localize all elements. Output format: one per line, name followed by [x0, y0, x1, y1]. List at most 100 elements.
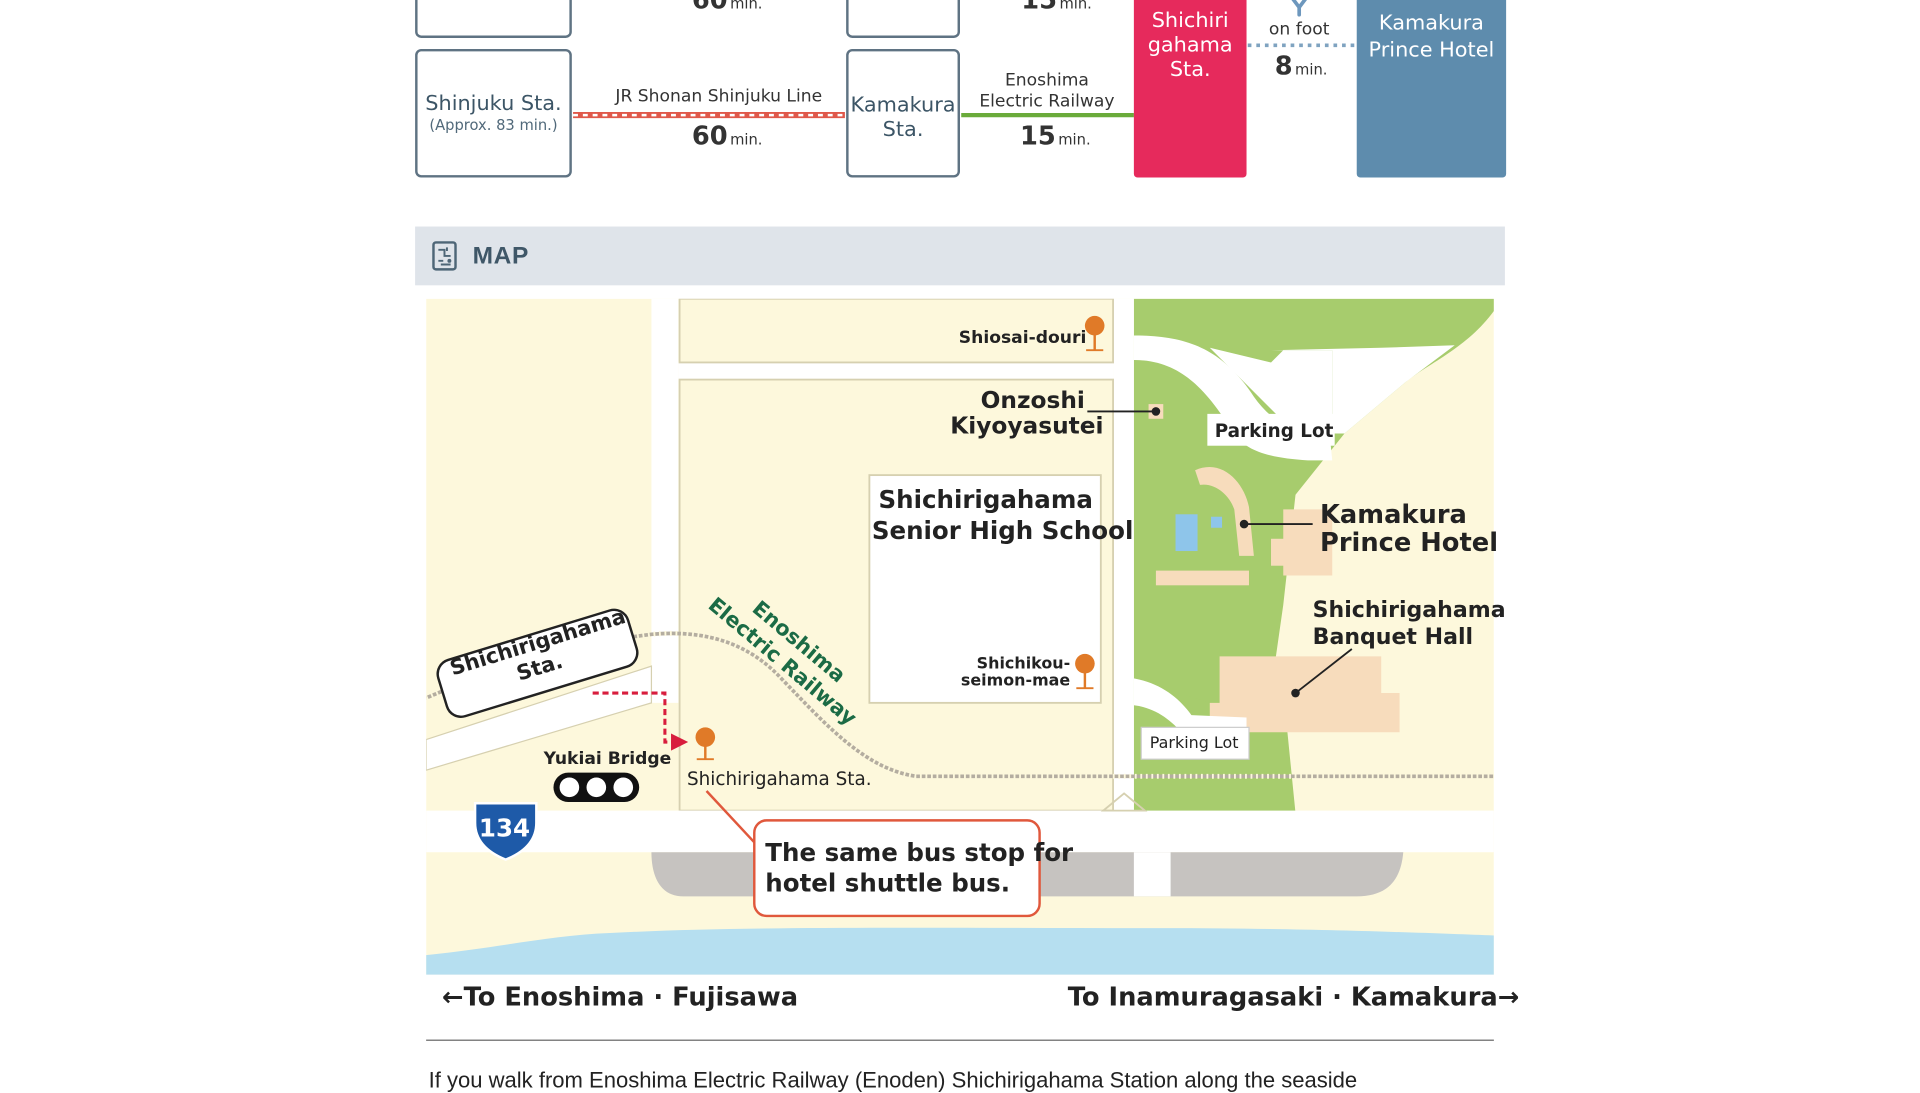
block-top — [678, 298, 1114, 364]
onzoshi-dot — [1151, 407, 1161, 416]
shichikou-pin-icon — [1075, 653, 1095, 690]
banquet-leader — [1294, 648, 1353, 694]
parking-top-label-bg — [1207, 413, 1335, 446]
hotel-label: Kamakura Prince Hotel — [1320, 499, 1499, 558]
lower-parking-road — [1133, 678, 1247, 740]
shichiri-box-line-3: Sta. — [1169, 57, 1211, 83]
shichirigahama-station-box: Shichiri gahama Sta. — [1133, 0, 1247, 178]
footer-text: If you walk from Enoshima Electric Railw… — [428, 1067, 1358, 1093]
walk-label: on foot — [1268, 19, 1330, 40]
banquet-label-2: Banquet Hall — [1312, 624, 1474, 651]
walking-person-icon — [1291, 0, 1307, 17]
enoden-line-minutes: 15 — [1020, 121, 1056, 151]
map-header: MAP — [415, 226, 1505, 286]
jr-line-unit: min. — [730, 131, 763, 149]
top-mid-box — [846, 0, 960, 38]
route-lines — [573, 43, 1357, 119]
direction-right: To Inamuragasaki · Kamakura→ — [1067, 982, 1520, 1012]
hotel-dot — [1239, 519, 1249, 529]
station-label-bubble — [436, 608, 639, 718]
school-label-1: Shichirigahama — [878, 484, 1093, 515]
road-vertical-left — [651, 298, 679, 703]
shiosai-pin-icon — [1084, 315, 1105, 352]
walk-unit: min. — [1295, 61, 1328, 79]
callout-text-1: The same bus stop for — [765, 837, 1074, 867]
callout-text: The same bus stop for hotel shuttle bus. — [765, 838, 1073, 899]
onzoshi-label-2: Kiyoyasutei — [950, 412, 1104, 440]
top-duration-b-unit: min. — [1059, 0, 1092, 13]
upper-white-area — [1271, 345, 1455, 434]
hotel-lower-building — [1155, 570, 1249, 586]
parking-top-area — [1209, 347, 1333, 434]
direction-left: ←To Enoshima · Fujisawa — [442, 982, 799, 1012]
hotel-annex — [1271, 538, 1296, 566]
bus-stop-pin-icon — [695, 727, 716, 761]
shiosai-douri-label: Shiosai-douri — [958, 328, 1087, 348]
map-title: MAP — [472, 242, 529, 270]
top-duration-b-value: 15 — [1021, 0, 1058, 15]
callout-text-2: hotel shuttle bus. — [765, 868, 1011, 898]
kamakura-station-name-2: Sta. — [882, 117, 924, 143]
hotel-label-1: Kamakura — [1320, 499, 1467, 529]
shichiri-box-line-1: Shichiri — [1151, 8, 1229, 34]
railway-ties — [426, 630, 1494, 779]
pool — [1175, 514, 1198, 552]
callout-pointer — [705, 790, 758, 846]
hotel-box: Kamakura Prince Hotel — [1356, 0, 1507, 178]
road-vertical-right — [1113, 298, 1134, 814]
enoden-line-unit: min. — [1058, 131, 1091, 149]
pool-small — [1211, 516, 1223, 528]
walk-minutes: 8 — [1274, 51, 1293, 81]
kamakura-station-name-1: Kamakura — [850, 93, 956, 118]
route-134-label: 134 — [478, 813, 531, 843]
enoden-line-name-2: Electric Railway — [979, 91, 1115, 112]
hotel-building-curve — [1195, 466, 1254, 556]
shinjuku-station-box: Shinjuku Sta. (Approx. 83 min.) — [415, 48, 572, 178]
traffic-light-icon — [553, 772, 640, 803]
top-duration-a-unit: min. — [730, 0, 763, 13]
shinjuku-station-note: (Approx. 83 min.) — [429, 116, 558, 134]
banquet-hall-label: Shichirigahama Banquet Hall — [1313, 598, 1506, 652]
jr-line-minutes: 60 — [691, 121, 728, 151]
enoden-line-name-1: Enoshima — [1004, 71, 1089, 91]
parking-lot-bottom-label: Parking Lot — [1149, 734, 1239, 754]
parking-bottom-label-bg — [1140, 726, 1250, 760]
enoden-line-name: Enoshima Electric Railway — [961, 71, 1132, 113]
shichikou-label: Shichikou- seimon-mae — [958, 655, 1071, 691]
shinjuku-station-name: Shinjuku Sta. — [425, 91, 562, 117]
road-horizontal-top — [678, 362, 1114, 380]
kamakura-station-box: Kamakura Sta. — [846, 48, 960, 178]
sea — [426, 927, 1494, 975]
map-icon — [432, 241, 457, 271]
school-label-2: Senior High School — [871, 515, 1134, 545]
onzoshi-label-1: Onzoshi — [980, 386, 1085, 414]
road-crossing — [1100, 792, 1148, 812]
hotel-box-line-1: Kamakura — [1378, 11, 1484, 36]
top-duration-a-value: 60 — [691, 0, 728, 15]
top-origin-box — [415, 0, 572, 38]
school-building — [868, 474, 1102, 704]
walking-route-arrow-icon — [671, 733, 689, 751]
shichiri-box-line-2: gahama — [1147, 33, 1233, 58]
divider — [426, 1039, 1494, 1041]
hotel-label-2: Prince Hotel — [1320, 527, 1499, 558]
banquet-hall-building — [1209, 656, 1400, 733]
route-134-shield-icon — [473, 802, 538, 861]
shichikou-label-2: seimon-mae — [960, 672, 1071, 691]
shichikou-label-1: Shichikou- — [976, 655, 1071, 674]
bus-stop-label: Shichirigahama Sta. — [686, 767, 872, 790]
parking-strip-gap — [1133, 852, 1171, 897]
banquet-dot — [1291, 688, 1300, 698]
hotel-box-line-2: Prince Hotel — [1368, 37, 1495, 63]
onzoshi-label: Onzoshi Kiyoyasutei — [950, 386, 1104, 440]
callout-box — [753, 819, 1041, 918]
yukiai-bridge-label: Yukiai Bridge — [543, 749, 672, 769]
jr-line-name: JR Shonan Shinjuku Line — [615, 86, 823, 107]
school-label: Shichirigahama Senior High School — [871, 484, 1134, 546]
